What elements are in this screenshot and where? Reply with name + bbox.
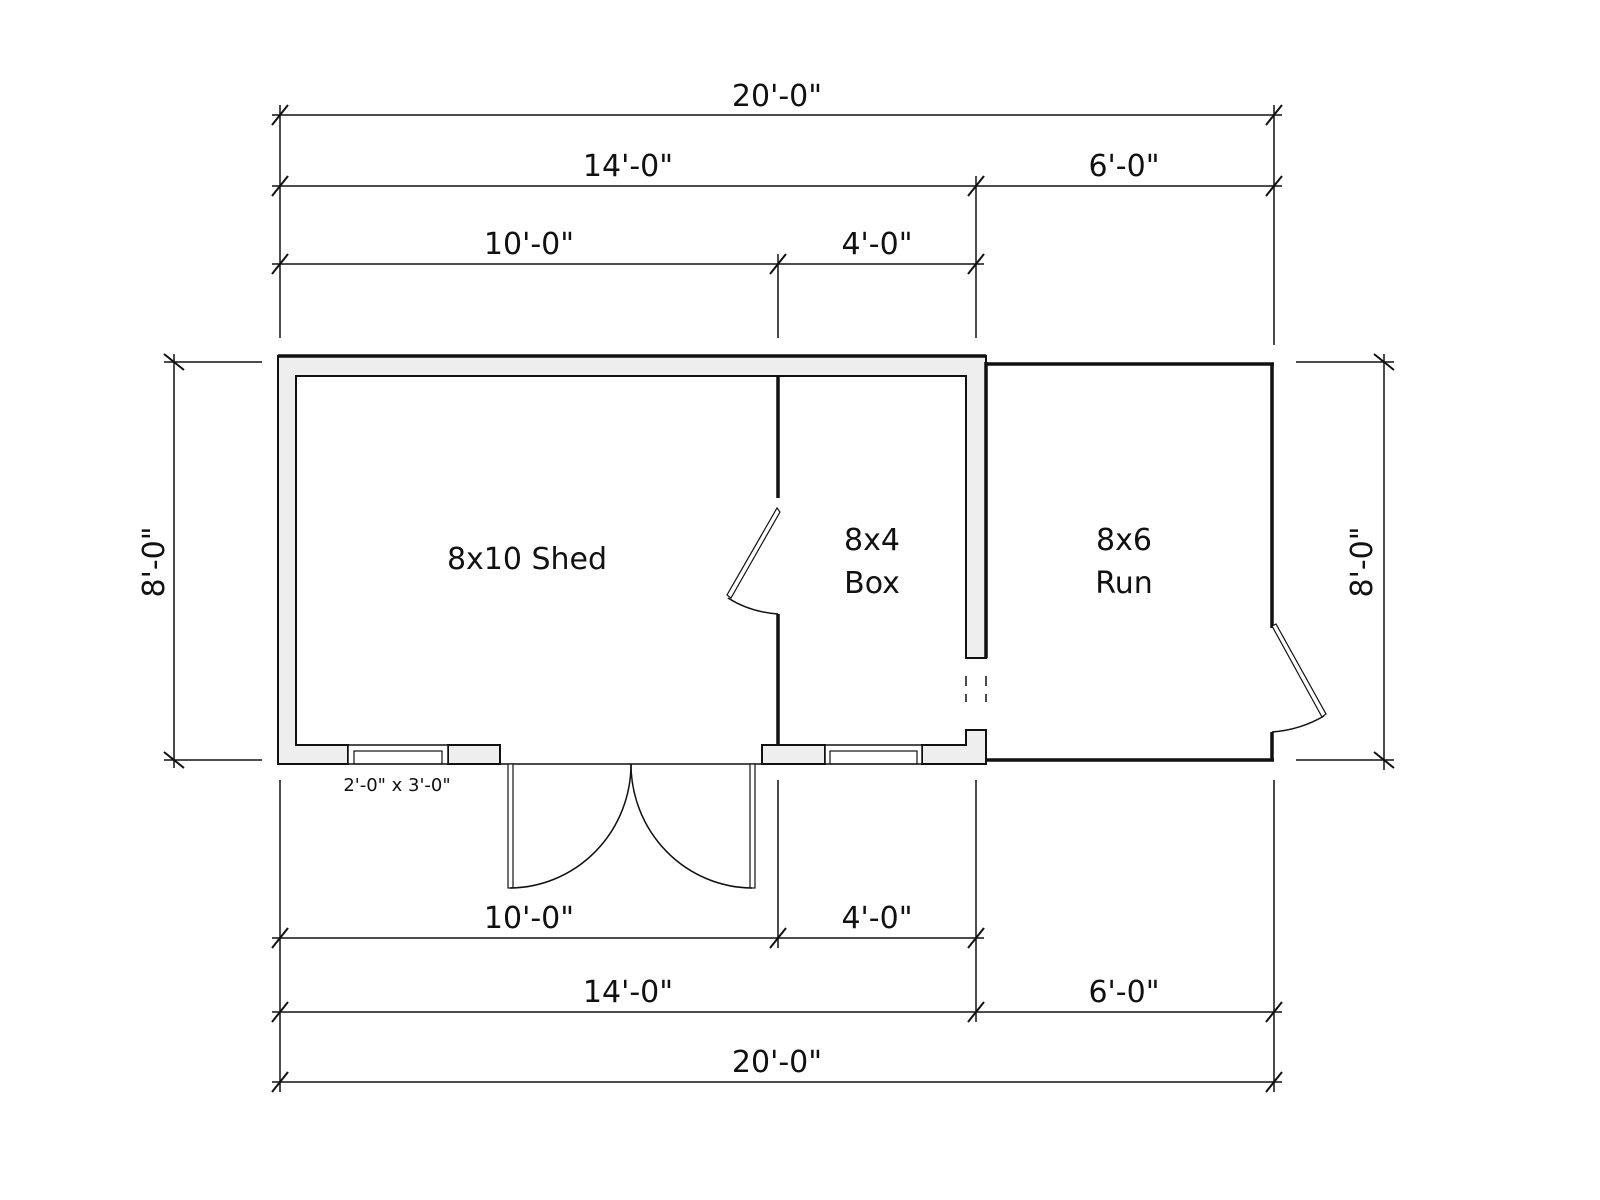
window-label: 2'-0" x 3'-0" [343,775,450,796]
dim-left-height: 8'-0" [137,526,172,597]
dimension-lines [163,104,1395,1093]
room-run-name: Run [1095,566,1153,601]
room-box-size: 8x4 [844,523,900,558]
dim-top-mid-left: 14'-0" [583,149,673,184]
dim-top-inner-right: 4'-0" [841,227,912,262]
room-box-name: Box [844,566,900,601]
dim-bottom-mid-right: 6'-0" [1088,975,1159,1010]
window-right [824,744,923,765]
room-run-size: 8x6 [1096,523,1152,558]
dim-bottom-mid-left: 14'-0" [583,975,673,1010]
dim-bottom-overall: 20'-0" [732,1045,822,1080]
dim-bottom-inner-left: 10'-0" [484,901,574,936]
window-left [347,744,449,765]
room-shed-label: 8x10 Shed [447,542,607,577]
double-door [500,763,762,889]
dim-top-inner-left: 10'-0" [484,227,574,262]
dim-top-overall: 20'-0" [732,79,822,114]
dim-bottom-inner-right: 4'-0" [841,901,912,936]
run-enclosure [986,362,1327,762]
shed-walls [277,354,988,765]
dim-right-height: 8'-0" [1345,526,1380,597]
partition-wall [726,376,781,745]
dim-top-mid-right: 6'-0" [1088,149,1159,184]
